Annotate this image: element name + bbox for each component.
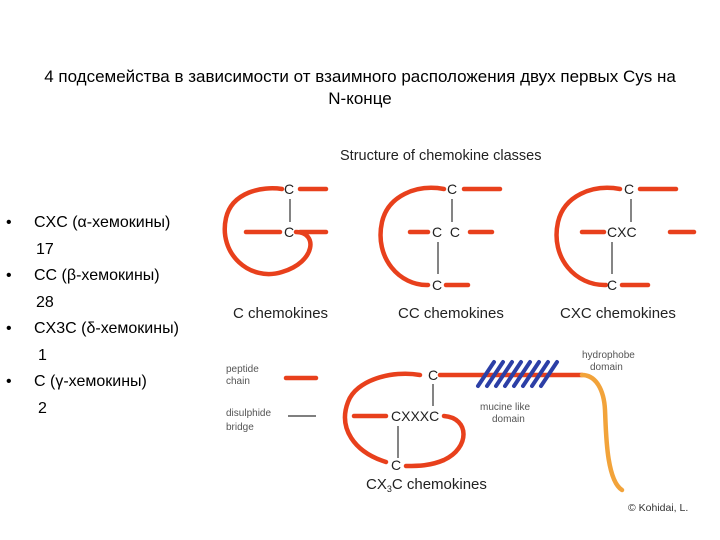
cysteine-label: C xyxy=(447,181,457,197)
cysteine-label: C xyxy=(428,367,438,383)
bullet-label: CX3C (δ-хемокины) xyxy=(34,316,179,343)
cysteine-label: C xyxy=(432,277,442,293)
bullet-label: CXC (α-хемокины) xyxy=(34,210,170,237)
bullet-marker: • xyxy=(6,316,34,343)
list-item: • C (γ-хемокины) xyxy=(6,369,206,396)
figure-canvas: Structure of chemokine classes C C C che… xyxy=(198,124,720,540)
bullet-marker: • xyxy=(6,369,34,396)
chemokine-structure-figure: Structure of chemokine classes C C C che… xyxy=(198,124,720,540)
list-item: • CX3C (δ-хемокины) xyxy=(6,316,206,343)
cysteine-label: C xyxy=(284,181,294,197)
figure-title: Structure of chemokine classes xyxy=(340,148,541,164)
legend-mucine-label: mucine like xyxy=(480,402,530,413)
list-item: • CXC (α-хемокины) xyxy=(6,210,206,237)
legend-hydrophobe-label: domain xyxy=(590,362,623,373)
cysteine-label: C xyxy=(284,224,294,240)
bullet-label: C (γ-хемокины) xyxy=(34,369,147,396)
bullet-count: 1 xyxy=(6,343,206,370)
c-chemokines-caption: C chemokines xyxy=(233,305,328,322)
cysteine-label: C C xyxy=(432,224,460,240)
cysteine-label: C xyxy=(391,457,401,473)
cysteine-label: CXC xyxy=(607,224,637,240)
legend-disulphide-label: bridge xyxy=(226,422,254,433)
bullet-count: 17 xyxy=(6,237,206,264)
cx3c-chemokines-caption: CX3C chemokines xyxy=(366,476,487,494)
cysteine-label: C xyxy=(624,181,634,197)
legend-peptide-chain-label: chain xyxy=(226,376,250,387)
slide-title: 4 подсемейства в зависимости от взаимног… xyxy=(40,66,680,110)
bullet-marker: • xyxy=(6,263,34,290)
copyright-note: © Kohidai, L. xyxy=(628,502,688,514)
bullet-count: 2 xyxy=(6,396,206,423)
legend-mucine-label: domain xyxy=(492,414,525,425)
cxc-chemokines-caption: CXC chemokines xyxy=(560,305,676,322)
legend-hydrophobe-label: hydrophobe xyxy=(582,350,635,361)
cysteine-label: C xyxy=(607,277,617,293)
bullet-marker: • xyxy=(6,210,34,237)
bullet-list: • CXC (α-хемокины) 17 • CC (β-хемокины) … xyxy=(6,210,206,422)
list-item: • CC (β-хемокины) xyxy=(6,263,206,290)
legend-disulphide-label: disulphide xyxy=(226,408,271,419)
cysteine-label: CXXXC xyxy=(391,408,439,424)
bullet-count: 28 xyxy=(6,290,206,317)
cc-chemokines-caption: CC chemokines xyxy=(398,305,504,322)
legend-peptide-chain-label: peptide xyxy=(226,364,259,375)
bullet-label: CC (β-хемокины) xyxy=(34,263,160,290)
